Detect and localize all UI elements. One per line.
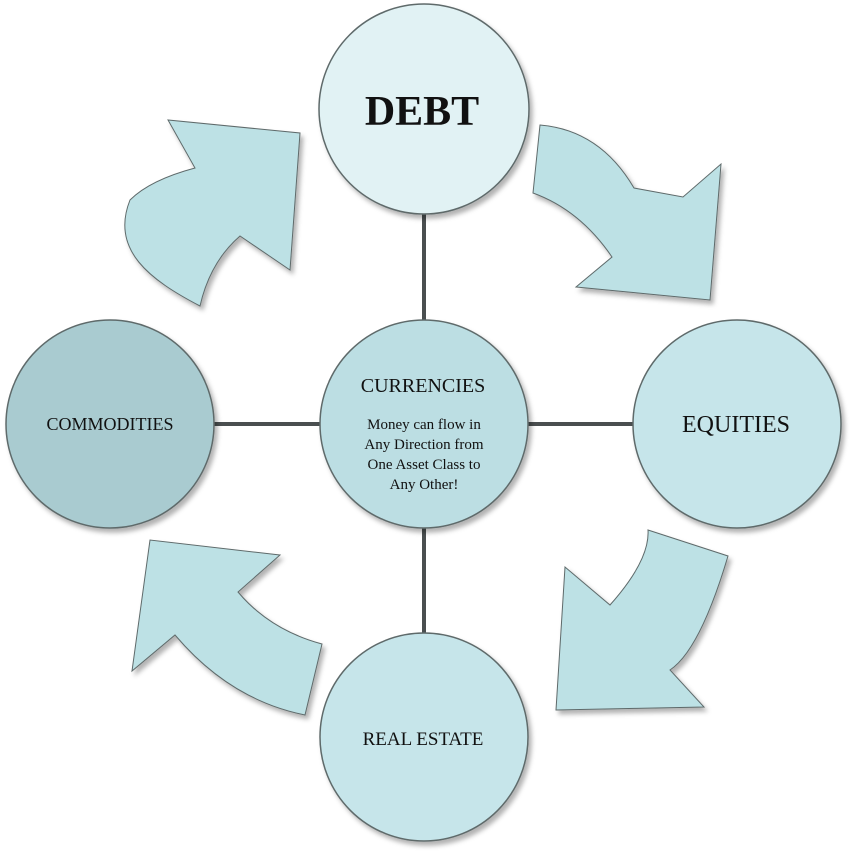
flow-arrows bbox=[124, 119, 729, 716]
currencies-note-line: Money can flow in bbox=[367, 417, 481, 433]
circle-equities bbox=[632, 319, 842, 529]
circle-real-estate bbox=[319, 632, 529, 842]
currencies-label: CURRENCIES bbox=[361, 375, 485, 397]
circle-currencies bbox=[319, 319, 529, 529]
asset-circles bbox=[5, 3, 842, 842]
equities-label: EQUITIES bbox=[682, 412, 790, 438]
arrow-real-estate-to-commodities bbox=[131, 539, 323, 716]
connector-lines bbox=[214, 214, 634, 634]
real-estate-label: REAL ESTATE bbox=[363, 729, 484, 750]
arrow-equities-to-real-estate bbox=[555, 529, 729, 711]
arrow-commodities-to-debt bbox=[124, 119, 301, 307]
circle-debt bbox=[318, 3, 530, 215]
currencies-note-line: Any Direction from bbox=[364, 437, 483, 453]
currencies-note-line: Any Other! bbox=[390, 477, 459, 493]
commodities-label: COMMODITIES bbox=[46, 414, 173, 434]
currencies-note-line: One Asset Class to bbox=[368, 457, 481, 473]
circle-commodities bbox=[5, 319, 215, 529]
debt-label: DEBT bbox=[365, 89, 479, 135]
arrow-debt-to-equities bbox=[532, 124, 722, 301]
